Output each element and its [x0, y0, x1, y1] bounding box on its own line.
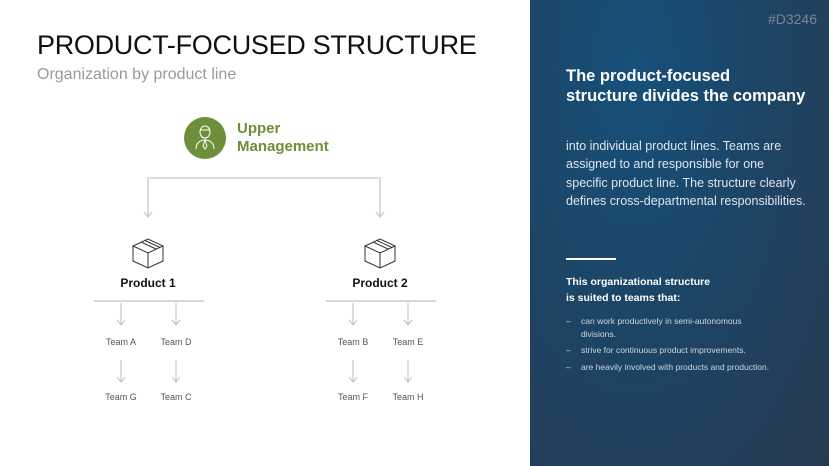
businessman-icon [184, 117, 226, 159]
arrow-down-icon [348, 303, 358, 326]
arrow-down-icon [171, 303, 181, 326]
arrow-down-icon [116, 303, 126, 326]
org-connectors [94, 177, 436, 383]
team-label: Team F [337, 392, 368, 402]
slide-code: #D3246 [767, 11, 817, 27]
arrow-down-icon [116, 360, 126, 383]
box-icon [131, 238, 165, 269]
team-label: Team A [105, 337, 136, 347]
upper-management-label: Upper Management [237, 120, 329, 156]
divider [566, 258, 616, 260]
label-line: Management [237, 138, 329, 155]
bullet-item: strive for continuous product improvemen… [566, 344, 826, 357]
page-title: PRODUCT-FOCUSED STRUCTURE [37, 30, 477, 60]
bullet-list: can work productively in semi-autonomous… [566, 315, 826, 377]
team-label: Team E [392, 337, 424, 347]
arrow-down-icon [403, 360, 413, 383]
subheading-line: This organizational structure [566, 276, 711, 288]
page-subtitle: Organization by product line [37, 66, 237, 83]
team-label: Team G [105, 392, 137, 402]
product-1-label: Product 1 [120, 276, 176, 290]
panel-subheading: This organizational structure is suited … [566, 274, 786, 306]
arrow-down-icon [403, 303, 413, 326]
product-2-label: Product 2 [352, 276, 408, 290]
box-icon [363, 238, 397, 269]
team-label: Team H [392, 392, 424, 402]
team-label: Team C [160, 392, 192, 402]
arrow-down-icon [348, 360, 358, 383]
arrow-down-icon [171, 360, 181, 383]
bullet-item: are heavily involved with products and p… [566, 361, 826, 374]
team-label: Team B [337, 337, 369, 347]
team-label: Team D [160, 337, 192, 347]
bullet-item: can work productively in semi-autonomous… [566, 315, 756, 340]
info-panel: #D3246 The product-focused structure div… [530, 0, 829, 466]
panel-heading: The product-focused structure divides th… [566, 67, 806, 105]
subheading-line: is suited to teams that: [566, 292, 681, 304]
label-line: Upper [237, 120, 281, 137]
panel-body: into individual product lines. Teams are… [566, 139, 806, 208]
